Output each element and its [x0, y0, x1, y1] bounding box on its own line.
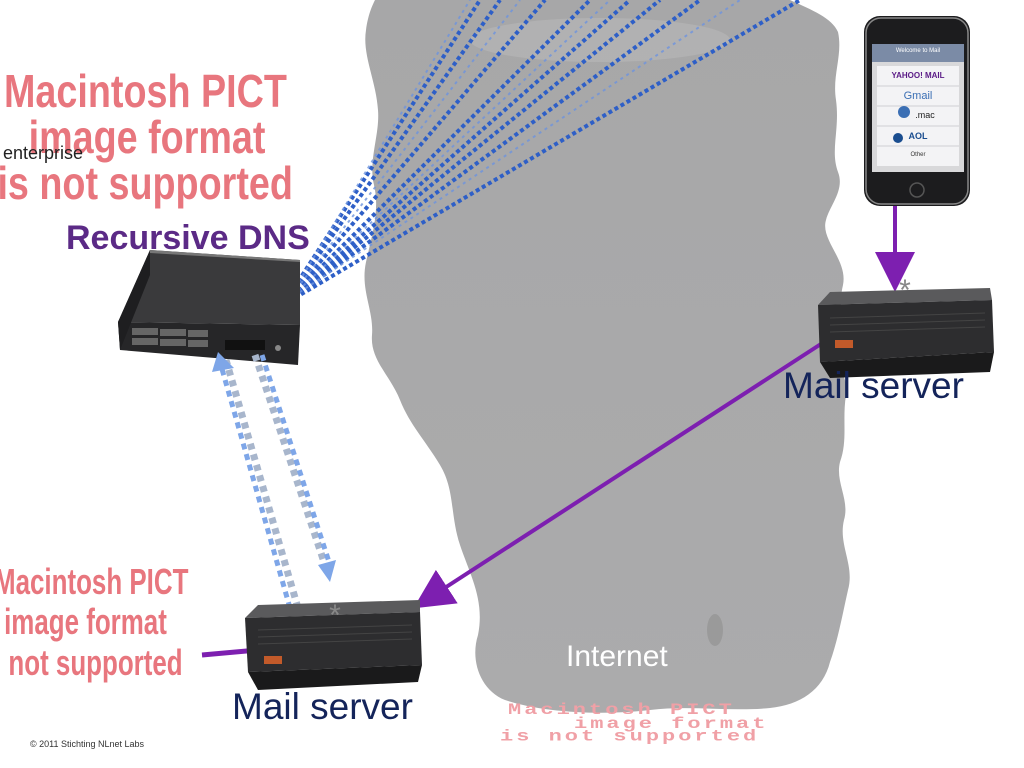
pict-line: image format — [574, 714, 769, 733]
mail-server-top-label: Mail server — [783, 365, 964, 406]
pict-line: not supported — [8, 641, 183, 683]
pict-placeholder-bottom: Macintosh PICT image format is not suppo… — [500, 701, 769, 747]
phone-option-gmail: Gmail — [903, 90, 933, 102]
dns-query-arrow — [281, 0, 702, 307]
mail-flow-arrow — [413, 307, 862, 609]
dns-query-arrow — [281, 0, 592, 307]
pict-placeholder-top: Macintosh PICT image format is not suppo… — [0, 65, 293, 206]
pict-line: Macintosh PICT — [4, 65, 287, 117]
pict-line: image format — [4, 601, 167, 643]
mail-server-bottom-label: Mail server — [232, 686, 413, 727]
phone-option-yahoo: YAHOO! MAIL — [891, 71, 945, 80]
recursive-dns-label: Recursive DNS — [66, 219, 310, 257]
dns-query-arrow — [281, 0, 802, 307]
dns-query-arrow — [281, 0, 502, 307]
pict-line: Macintosh PICT — [508, 701, 735, 720]
pict-line: Macintosh PICT — [0, 561, 189, 602]
pict-line: is not supported — [0, 157, 293, 209]
dns-query-arrow — [281, 0, 662, 307]
copyright-footer: © 2011 Stichting NLnet Labs — [30, 739, 145, 749]
phone-option-other: Other — [910, 152, 926, 158]
pict-line: image format — [28, 111, 266, 163]
internet-label: Internet — [566, 640, 668, 673]
phone-option-mac: .mac — [915, 110, 935, 120]
enterprise-label: enterprise — [3, 143, 84, 163]
pict-placeholder-left: Macintosh PICT image format not supporte… — [0, 561, 189, 683]
phone-screen-header: Welcome to Mail — [895, 48, 941, 54]
svg-text:*: * — [899, 274, 911, 307]
pict-line: is not supported — [500, 728, 760, 747]
dns-query-arrow — [281, 0, 482, 307]
phone-option-aol: AOL — [908, 131, 928, 141]
svg-text:*: * — [329, 599, 341, 632]
